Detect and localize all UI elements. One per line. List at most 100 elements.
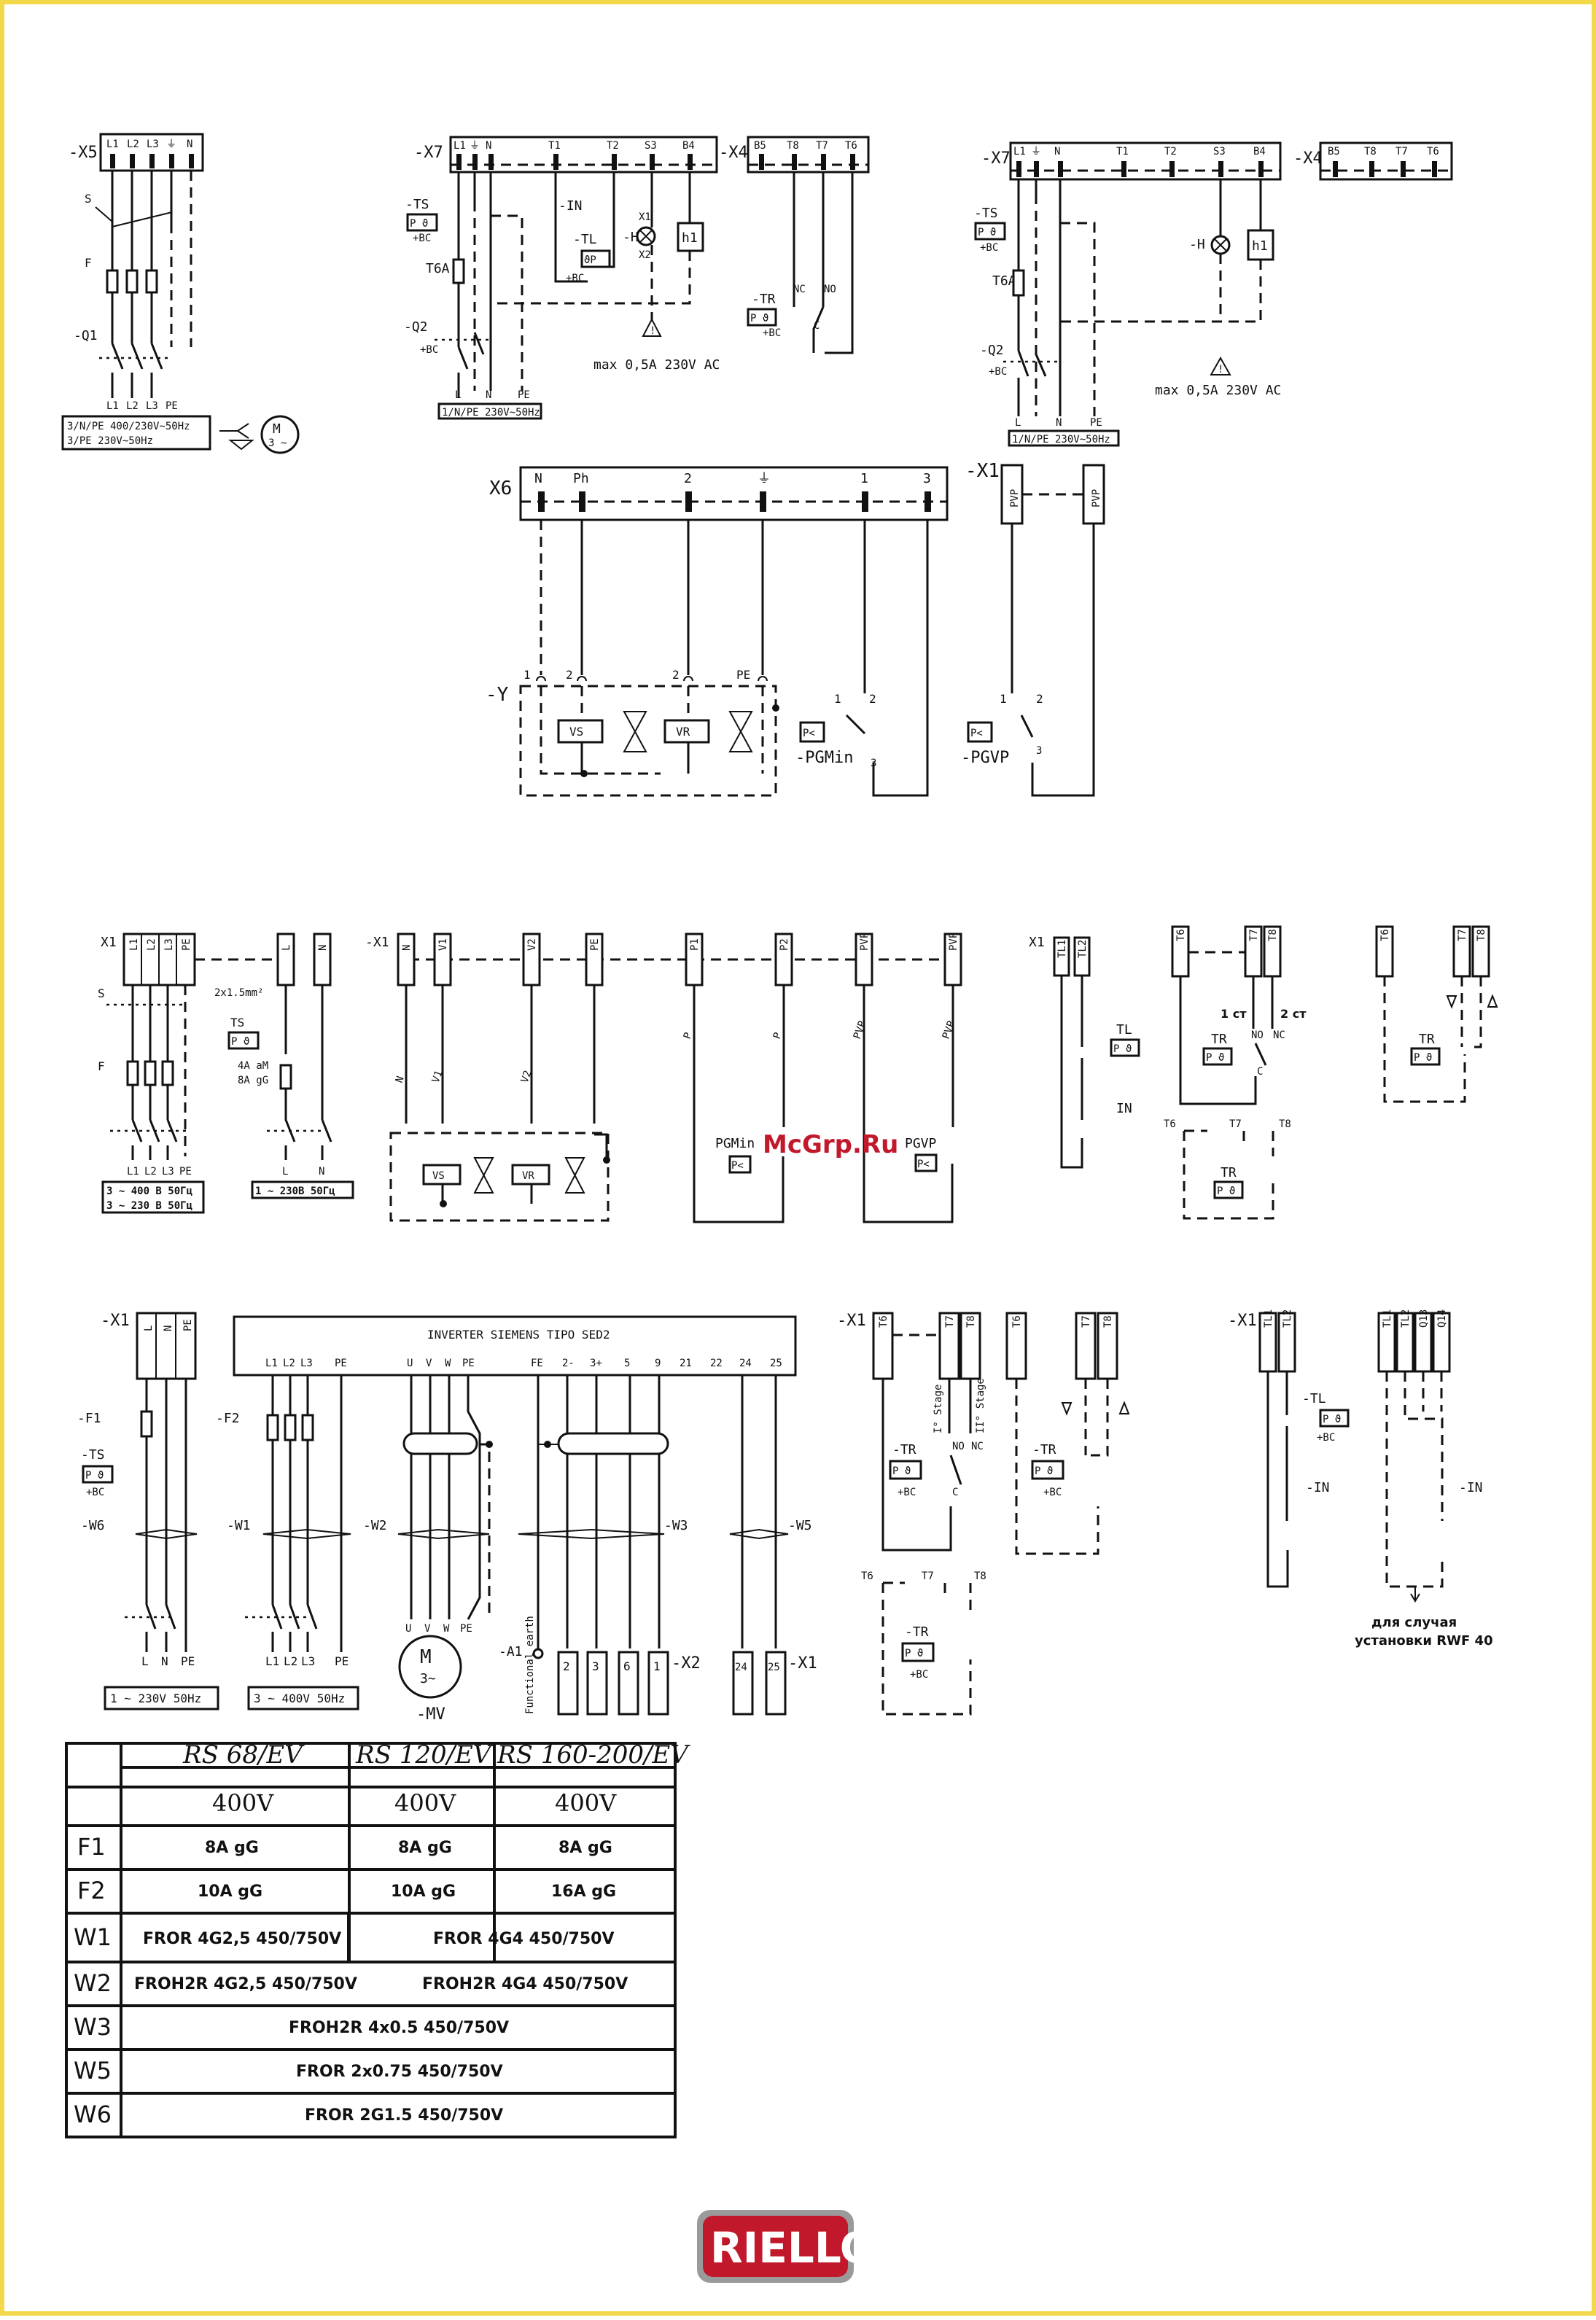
svg-text:PGMin: PGMin <box>715 1136 755 1151</box>
svg-text:+BC: +BC <box>1317 1432 1335 1444</box>
svg-text:TL1: TL1 <box>1056 940 1068 958</box>
svg-text:C: C <box>952 1487 958 1498</box>
svg-text:T8: T8 <box>1279 1118 1291 1130</box>
svg-text:PE: PE <box>335 1654 349 1668</box>
svg-text:-MV: -MV <box>416 1705 445 1724</box>
diagram-x5: -X5 L1 L2 L3 ⏚ N S F -Q1 L1 L2 L3 PE 3/N… <box>61 133 300 454</box>
svg-text:T6: T6 <box>845 140 857 152</box>
svg-text:W1: W1 <box>74 1923 112 1951</box>
svg-text:Functional earth: Functional earth <box>524 1616 536 1714</box>
svg-text:L1: L1 <box>454 140 466 152</box>
svg-text:P ϑ: P ϑ <box>231 1036 249 1048</box>
svg-text:FROH2R 4G4 450/750V: FROH2R 4G4 450/750V <box>422 1975 628 1993</box>
svg-text:+BC: +BC <box>989 366 1007 378</box>
svg-text:+BC: +BC <box>1043 1487 1062 1498</box>
svg-text:M: M <box>273 421 281 437</box>
svg-text:C: C <box>1257 1066 1263 1078</box>
svg-text:T6: T6 <box>861 1570 873 1582</box>
svg-text:RS 68/EV: RS 68/EV <box>182 1740 305 1770</box>
svg-text:B4: B4 <box>682 140 695 152</box>
x5-pin: L3 <box>147 139 159 150</box>
svg-text:2x1.5mm²: 2x1.5mm² <box>214 987 263 999</box>
svg-text:VS: VS <box>432 1170 445 1182</box>
svg-text:RS 160-200/EV: RS 160-200/EV <box>497 1740 690 1770</box>
svg-text:3: 3 <box>923 471 931 486</box>
svg-text:-TS: -TS <box>405 197 429 212</box>
svg-text:X2: X2 <box>639 249 651 261</box>
svg-text:6: 6 <box>623 1659 631 1673</box>
svg-text:h1: h1 <box>682 230 698 246</box>
svg-text:T7: T7 <box>922 1570 934 1582</box>
svg-text:P ϑ: P ϑ <box>1414 1052 1432 1064</box>
svg-text:P ϑ: P ϑ <box>1113 1043 1132 1055</box>
svg-text:1: 1 <box>653 1659 661 1673</box>
svg-text:FROH2R 4G2,5 450/750V: FROH2R 4G2,5 450/750V <box>134 1975 357 1993</box>
svg-text:T7: T7 <box>1457 929 1468 941</box>
svg-text:-X1: -X1 <box>101 1312 130 1330</box>
svg-text:TL: TL <box>1116 1022 1132 1038</box>
svg-text:для случая: для случая <box>1371 1615 1457 1630</box>
svg-text:-PGMin: -PGMin <box>795 749 853 767</box>
svg-text:I° Stage: I° Stage <box>933 1385 944 1433</box>
svg-text:NC: NC <box>1273 1029 1285 1041</box>
svg-text:RS 120/EV: RS 120/EV <box>355 1740 494 1770</box>
inverter-motor-icon <box>398 1635 462 1699</box>
svg-text:T6: T6 <box>1379 929 1391 941</box>
svg-text:T8: T8 <box>1476 929 1487 941</box>
svg-text:-X4: -X4 <box>719 144 748 162</box>
svg-text:X1: X1 <box>1029 935 1045 950</box>
svg-text:-W1: -W1 <box>227 1518 251 1533</box>
svg-text:22: 22 <box>710 1358 723 1369</box>
svg-text:FROH2R 4x0.5 450/750V: FROH2R 4x0.5 450/750V <box>289 2019 509 2037</box>
riello-logo: RIELLO <box>697 2210 876 2283</box>
svg-text:TL2: TL2 <box>1400 1309 1412 1328</box>
svg-text:L3: L3 <box>146 400 158 412</box>
svg-text:T6: T6 <box>1175 929 1187 941</box>
svg-text:T7: T7 <box>1229 1118 1242 1130</box>
svg-text:PVP: PVP <box>941 1019 958 1040</box>
svg-text:TL2: TL2 <box>1282 1309 1293 1328</box>
svg-text:L3: L3 <box>301 1654 315 1668</box>
svg-text:1/N/PE 230V~50Hz: 1/N/PE 230V~50Hz <box>1012 434 1110 445</box>
svg-text:8A gG: 8A gG <box>398 1839 452 1857</box>
svg-text:T8: T8 <box>1364 146 1377 157</box>
svg-text:4A aM: 4A aM <box>238 1060 268 1072</box>
svg-text:-W6: -W6 <box>81 1518 105 1533</box>
svg-text:TL2: TL2 <box>1077 940 1089 958</box>
svg-text:L1: L1 <box>128 938 140 951</box>
svg-text:T8: T8 <box>1102 1315 1114 1328</box>
svg-text:T8: T8 <box>974 1570 986 1582</box>
svg-text:P ϑ: P ϑ <box>1323 1414 1341 1425</box>
svg-text:400V: 400V <box>555 1789 617 1817</box>
fuse-f-label: F <box>85 256 92 270</box>
svg-text:1 ~ 230V 50Hz: 1 ~ 230V 50Hz <box>110 1692 201 1705</box>
svg-text:1 ст: 1 ст <box>1221 1007 1247 1021</box>
svg-text:-F1: -F1 <box>77 1411 101 1426</box>
svg-text:+BC: +BC <box>763 327 781 339</box>
svg-text:L1: L1 <box>106 400 119 412</box>
svg-text:FE: FE <box>531 1358 543 1369</box>
svg-text:S3: S3 <box>645 140 657 152</box>
svg-text:FROR 4G4 450/750V: FROR 4G4 450/750V <box>433 1930 615 1948</box>
svg-text:T1: T1 <box>1116 146 1129 157</box>
svg-text:N: N <box>161 1654 168 1668</box>
svg-text:VR: VR <box>522 1170 534 1182</box>
diagram-x1-rwf40: -X1 TL1 TL2 -TL P ϑ +BC -IN TL1 TL2 Q13 … <box>1228 1309 1493 1648</box>
svg-text:-X2: -X2 <box>672 1654 701 1673</box>
svg-text:W2: W2 <box>74 1969 112 1997</box>
switch-s-label: S <box>85 192 92 206</box>
x5-pin: L1 <box>106 139 119 150</box>
svg-text:Q14: Q14 <box>1436 1309 1448 1328</box>
svg-text:-X1: -X1 <box>365 935 389 950</box>
svg-text:L2: L2 <box>126 400 139 412</box>
svg-text:3/PE 230V~50Hz: 3/PE 230V~50Hz <box>67 435 153 447</box>
svg-text:W5: W5 <box>74 2057 112 2085</box>
svg-text:ϑP: ϑP <box>584 254 596 266</box>
svg-text:W3: W3 <box>74 2013 112 2041</box>
svg-text:L: L <box>281 945 292 951</box>
svg-text:-X1: -X1 <box>965 460 1000 482</box>
svg-text:TS: TS <box>230 1016 244 1029</box>
svg-text:21: 21 <box>680 1358 692 1369</box>
svg-text:+BC: +BC <box>420 344 438 356</box>
